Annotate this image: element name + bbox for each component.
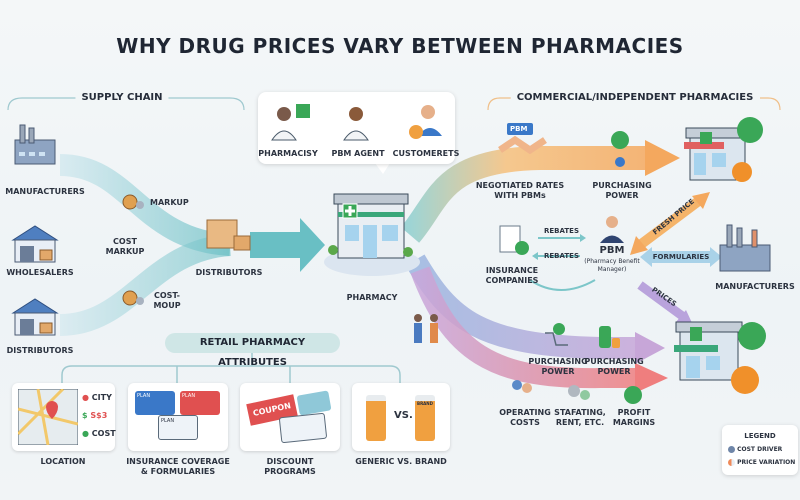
plan-card-icon: PLAN bbox=[180, 391, 220, 415]
generic-brand-label: GENERIC VS. BRAND bbox=[355, 457, 447, 466]
fresh-price-arrow bbox=[637, 196, 703, 249]
pharmacist-icon bbox=[271, 104, 310, 141]
cost-label: ● COST bbox=[82, 429, 116, 438]
plan-card-icon: PLAN bbox=[158, 415, 198, 440]
factory-icon bbox=[719, 224, 771, 272]
price-variation-swatch-icon bbox=[728, 459, 735, 466]
manufacturers-right-label: MANUFACTURERS bbox=[715, 282, 795, 291]
pbm-label: PBM bbox=[599, 245, 625, 256]
arrow-to-pharmacy bbox=[250, 218, 325, 272]
page-title: WHY DRUG PRICES VARY BETWEEN PHARMACIES bbox=[116, 34, 684, 58]
cart-icon bbox=[545, 323, 568, 346]
insurance-coverage-label: INSURANCE COVERAGE& FORMULARIES bbox=[126, 457, 230, 476]
card-icon bbox=[278, 412, 328, 444]
flow-costs bbox=[410, 266, 640, 389]
money-bag-icon bbox=[122, 194, 144, 210]
legend: LEGEND COST DRIVER PRICE VARIATION bbox=[722, 425, 798, 475]
legend-item-cost-driver: COST DRIVER bbox=[728, 445, 782, 455]
flow-distributors bbox=[59, 234, 232, 336]
staffing-label: STAFATING,RENT, ETC. bbox=[554, 408, 606, 427]
supply-bracket bbox=[7, 97, 245, 111]
markup-label: MARKUP bbox=[150, 198, 189, 207]
city-label: ● CITY bbox=[82, 393, 112, 402]
store-icon bbox=[684, 117, 763, 182]
insurance-card: PLAN PLAN PLAN bbox=[128, 383, 228, 451]
card-icon bbox=[296, 390, 332, 416]
brand-bottle-icon: BRAND bbox=[415, 395, 435, 441]
handshake-icon bbox=[498, 123, 547, 155]
retail-attributes-header: RETAIL PHARMACY ATTRIBUTES bbox=[165, 333, 340, 368]
coin-stack-icon bbox=[599, 326, 620, 348]
people-icon bbox=[414, 314, 438, 343]
supply-chain-header: SUPPLY CHAIN bbox=[75, 92, 169, 103]
location-card: ● CITY $ S$3 ● COST bbox=[12, 383, 116, 451]
customer-icon bbox=[409, 105, 442, 139]
cost-driver-swatch-icon bbox=[728, 446, 735, 453]
rebates-label: REBATES bbox=[544, 252, 579, 260]
distributors-label: DISTRIBUTORS bbox=[195, 268, 263, 277]
commercial-header: COMMERCIAL/INDEPENDENT PHARMACIES bbox=[510, 92, 760, 103]
price-label: $ S$3 bbox=[82, 411, 108, 420]
factory-icon bbox=[14, 124, 56, 165]
pbm-agent-label: PBM AGENT bbox=[331, 149, 385, 158]
staff-icon bbox=[568, 385, 590, 400]
manufacturers-label: MANUFACTURERS bbox=[5, 187, 85, 196]
generic-brand-card: VS. BRAND bbox=[352, 383, 450, 451]
coins-icon bbox=[611, 131, 629, 167]
rebates-arrows bbox=[538, 237, 580, 257]
warehouse-icon bbox=[11, 298, 59, 336]
wholesalers-label: WHOLESALERS bbox=[6, 268, 74, 277]
pharmacist-label: PHARMACISY bbox=[258, 149, 318, 158]
pbm-person-icon bbox=[600, 216, 624, 243]
legend-item-price-variation: PRICE VARIATION bbox=[728, 458, 795, 468]
pbm-badge: PBM bbox=[510, 125, 528, 133]
location-label: LOCATION bbox=[40, 457, 86, 466]
document-icon bbox=[499, 225, 529, 255]
prices-arrow bbox=[637, 281, 688, 322]
pbm-agent-icon bbox=[343, 107, 369, 141]
warehouse-icon bbox=[11, 225, 59, 263]
staff-icon bbox=[512, 380, 532, 393]
store-icon bbox=[674, 321, 766, 394]
pharmacy-building-icon bbox=[324, 193, 420, 276]
money-bag-icon bbox=[122, 290, 144, 306]
legend-title: LEGEND bbox=[744, 432, 776, 440]
formularies-label: FORMULARIES bbox=[652, 253, 710, 261]
flow-manufacturers bbox=[59, 154, 231, 256]
customers-label: CUSTOMERETS bbox=[392, 149, 460, 158]
boxes-icon bbox=[206, 219, 251, 251]
dollar-icon bbox=[624, 386, 642, 404]
flow-commercial bbox=[400, 146, 650, 243]
map-icon bbox=[18, 389, 78, 445]
actors-box: PHARMACISY PBM AGENT CUSTOMERETS bbox=[258, 92, 459, 164]
discount-card: COUPON bbox=[240, 383, 340, 451]
pharmacy-label: PHARMACY bbox=[346, 293, 398, 302]
cost-moup-label: COST-MOUP bbox=[153, 291, 181, 310]
distributors-source-label: DISTRIBUTORS bbox=[6, 346, 74, 355]
generic-bottle-icon bbox=[366, 395, 386, 441]
plan-card-icon: PLAN bbox=[135, 391, 175, 415]
rebates-label: REBATES bbox=[544, 227, 579, 235]
vs-label: VS. bbox=[394, 410, 413, 421]
commercial-bracket bbox=[487, 97, 781, 111]
